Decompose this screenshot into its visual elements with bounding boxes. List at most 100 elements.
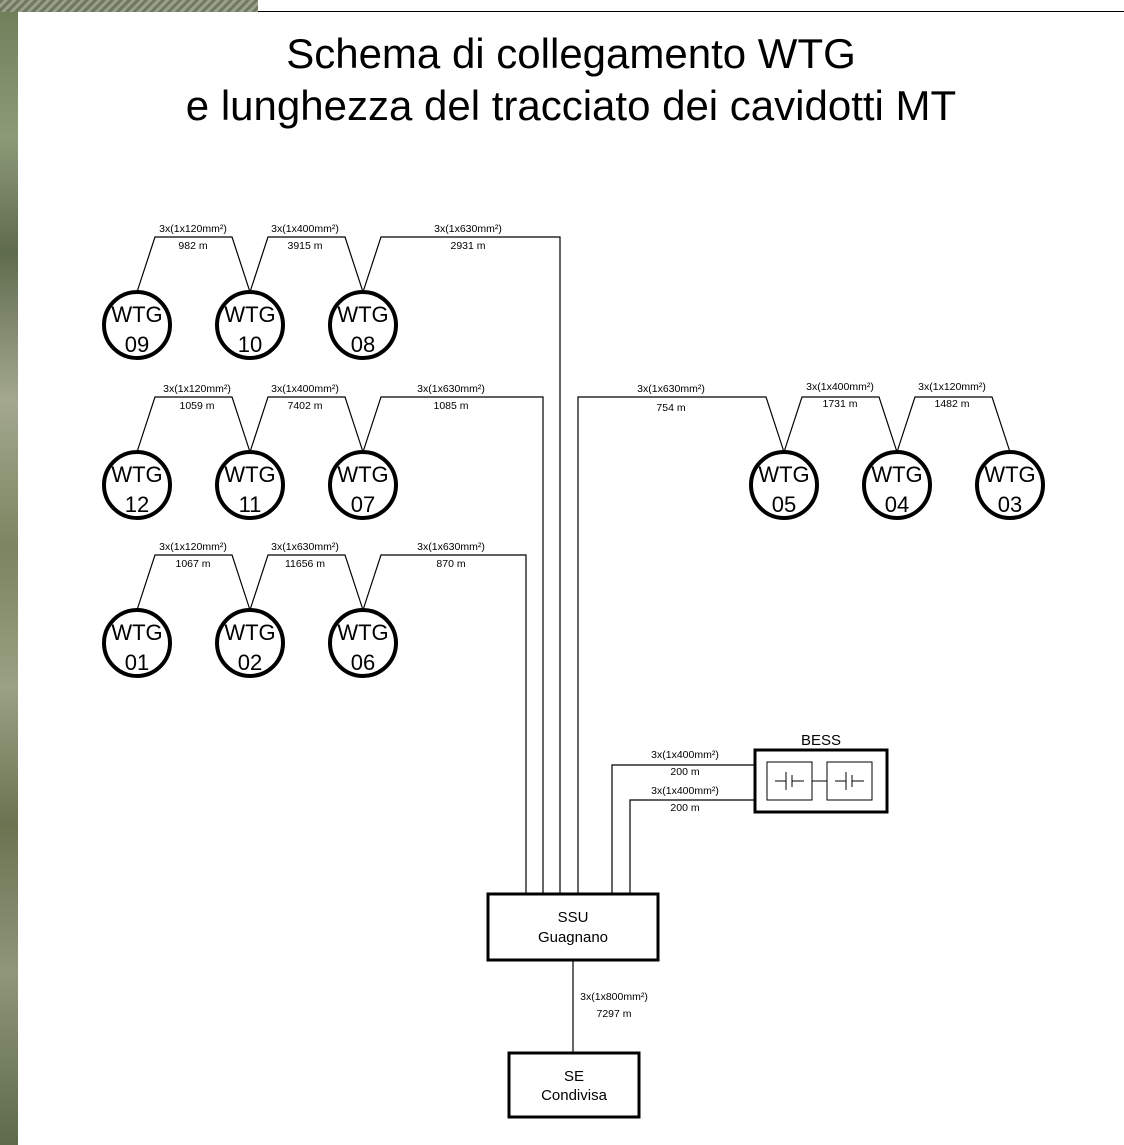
wtg-circle xyxy=(102,450,172,520)
battery-icon xyxy=(835,772,864,790)
wtg-number: 02 xyxy=(238,650,262,675)
cable-length: 3915 m xyxy=(287,240,322,252)
wtg-10: WTG 10 xyxy=(215,290,285,360)
cable-spec: 3x(1x400mm²) xyxy=(271,383,339,395)
bess-label: BESS xyxy=(801,732,841,749)
cable-length: 200 m xyxy=(670,766,699,778)
wtg-01: WTG 01 xyxy=(102,608,172,678)
wtg-label: WTG xyxy=(224,462,275,487)
cable-length: 2931 m xyxy=(450,240,485,252)
cable-spec: 3x(1x630mm²) xyxy=(434,223,502,235)
cable-length: 1085 m xyxy=(433,400,468,412)
cable-line-12-11 xyxy=(136,396,251,453)
cable-length: 7297 m xyxy=(596,1008,631,1020)
cable-length: 7402 m xyxy=(287,400,322,412)
title-line-2: e lunghezza del tracciato dei cavidotti … xyxy=(185,82,957,129)
cable-length: 1482 m xyxy=(934,398,969,410)
wtg-label: WTG xyxy=(224,302,275,327)
wtg-number: 07 xyxy=(351,492,375,517)
wtg-label: WTG xyxy=(337,302,388,327)
cable-spec: 3x(1x120mm²) xyxy=(159,223,227,235)
cable-spec: 3x(1x630mm²) xyxy=(271,541,339,553)
cable-line-02-06 xyxy=(249,554,364,611)
battery-icon xyxy=(775,772,804,790)
wtg-12: WTG 12 xyxy=(102,450,172,520)
wtg-number: 11 xyxy=(239,492,262,517)
wtg-circle xyxy=(215,450,285,520)
cable-spec: 3x(1x630mm²) xyxy=(637,383,705,395)
wtg-circle xyxy=(328,290,398,360)
cable-line-07-ssu xyxy=(362,396,544,893)
wtg-circle xyxy=(975,450,1045,520)
wtg-circle xyxy=(215,290,285,360)
cable-spec: 3x(1x120mm²) xyxy=(159,541,227,553)
turbine-group: WTG 09 WTG 10 WTG 08 WTG 12 WTG 11 WTG 0… xyxy=(102,290,1045,678)
battery-cell-2 xyxy=(826,761,873,801)
wtg-number: 09 xyxy=(125,332,149,357)
diagram-title: Schema di collegamento WTG e lunghezza d… xyxy=(18,28,1124,132)
cable-line-ssu-05 xyxy=(577,396,785,893)
cable-spec: 3x(1x120mm²) xyxy=(918,381,986,393)
wtg-08: WTG 08 xyxy=(328,290,398,360)
wtg-label: WTG xyxy=(337,462,388,487)
wtg-number: 05 xyxy=(772,492,796,517)
ssu-box xyxy=(486,892,660,962)
wtg-circle xyxy=(102,608,172,678)
wtg-06: WTG 06 xyxy=(328,608,398,678)
cable-spec: 3x(1x630mm²) xyxy=(417,383,485,395)
wtg-label: WTG xyxy=(337,620,388,645)
wtg-02: WTG 02 xyxy=(215,608,285,678)
ssu-substation: SSU Guagnano xyxy=(486,892,660,962)
se-box xyxy=(507,1051,641,1119)
cable-spec: 3x(1x400mm²) xyxy=(651,749,719,761)
wtg-circle xyxy=(749,450,819,520)
cable-line-08-ssu xyxy=(362,236,561,893)
cable-line-bess-2 xyxy=(629,799,755,893)
cable-labels: 3x(1x120mm²) 982 m 3x(1x400mm²) 3915 m 3… xyxy=(159,223,986,1020)
wtg-label: WTG xyxy=(984,462,1035,487)
cable-line-04-03 xyxy=(896,396,1011,453)
wtg-number: 01 xyxy=(125,650,149,675)
cable-line-11-07 xyxy=(249,396,364,453)
wtg-number: 04 xyxy=(885,492,909,517)
cable-line-05-04 xyxy=(783,396,898,453)
wtg-number: 03 xyxy=(998,492,1022,517)
cable-length: 982 m xyxy=(178,240,207,252)
cable-length: 1731 m xyxy=(822,398,857,410)
wtg-03: WTG 03 xyxy=(975,450,1045,520)
wtg-circle xyxy=(102,290,172,360)
connection-lines xyxy=(136,236,1011,1052)
se-substation: SE Condivisa xyxy=(507,1051,641,1119)
map-background-strip xyxy=(0,0,18,1145)
wtg-circle xyxy=(328,450,398,520)
cable-length: 11656 m xyxy=(285,558,325,570)
cable-line-06-ssu xyxy=(362,554,527,893)
ssu-label-2: Guagnano xyxy=(538,929,608,946)
cable-spec: 3x(1x800mm²) xyxy=(580,991,648,1003)
cable-line-01-02 xyxy=(136,554,251,611)
wtg-number: 10 xyxy=(238,332,262,357)
cable-length: 754 m xyxy=(656,402,685,414)
ssu-label-1: SSU xyxy=(558,909,589,926)
wtg-label: WTG xyxy=(871,462,922,487)
bess-block: BESS xyxy=(753,732,889,814)
cable-spec: 3x(1x630mm²) xyxy=(417,541,485,553)
wtg-label: WTG xyxy=(111,462,162,487)
cable-length: 200 m xyxy=(670,802,699,814)
se-label-2: Condivisa xyxy=(541,1087,608,1104)
cable-line-09-10 xyxy=(136,236,251,293)
wtg-09: WTG 09 xyxy=(102,290,172,360)
cable-spec: 3x(1x400mm²) xyxy=(271,223,339,235)
cable-line-bess-1 xyxy=(611,764,755,893)
map-background-corner xyxy=(0,0,258,12)
wtg-circle xyxy=(215,608,285,678)
wtg-07: WTG 07 xyxy=(328,450,398,520)
cable-length: 1059 m xyxy=(179,400,214,412)
wtg-05: WTG 05 xyxy=(749,450,819,520)
wtg-label: WTG xyxy=(111,620,162,645)
wtg-circle xyxy=(862,450,932,520)
cable-line-10-08 xyxy=(249,236,364,293)
wtg-label: WTG xyxy=(224,620,275,645)
se-label-1: SE xyxy=(564,1068,584,1085)
